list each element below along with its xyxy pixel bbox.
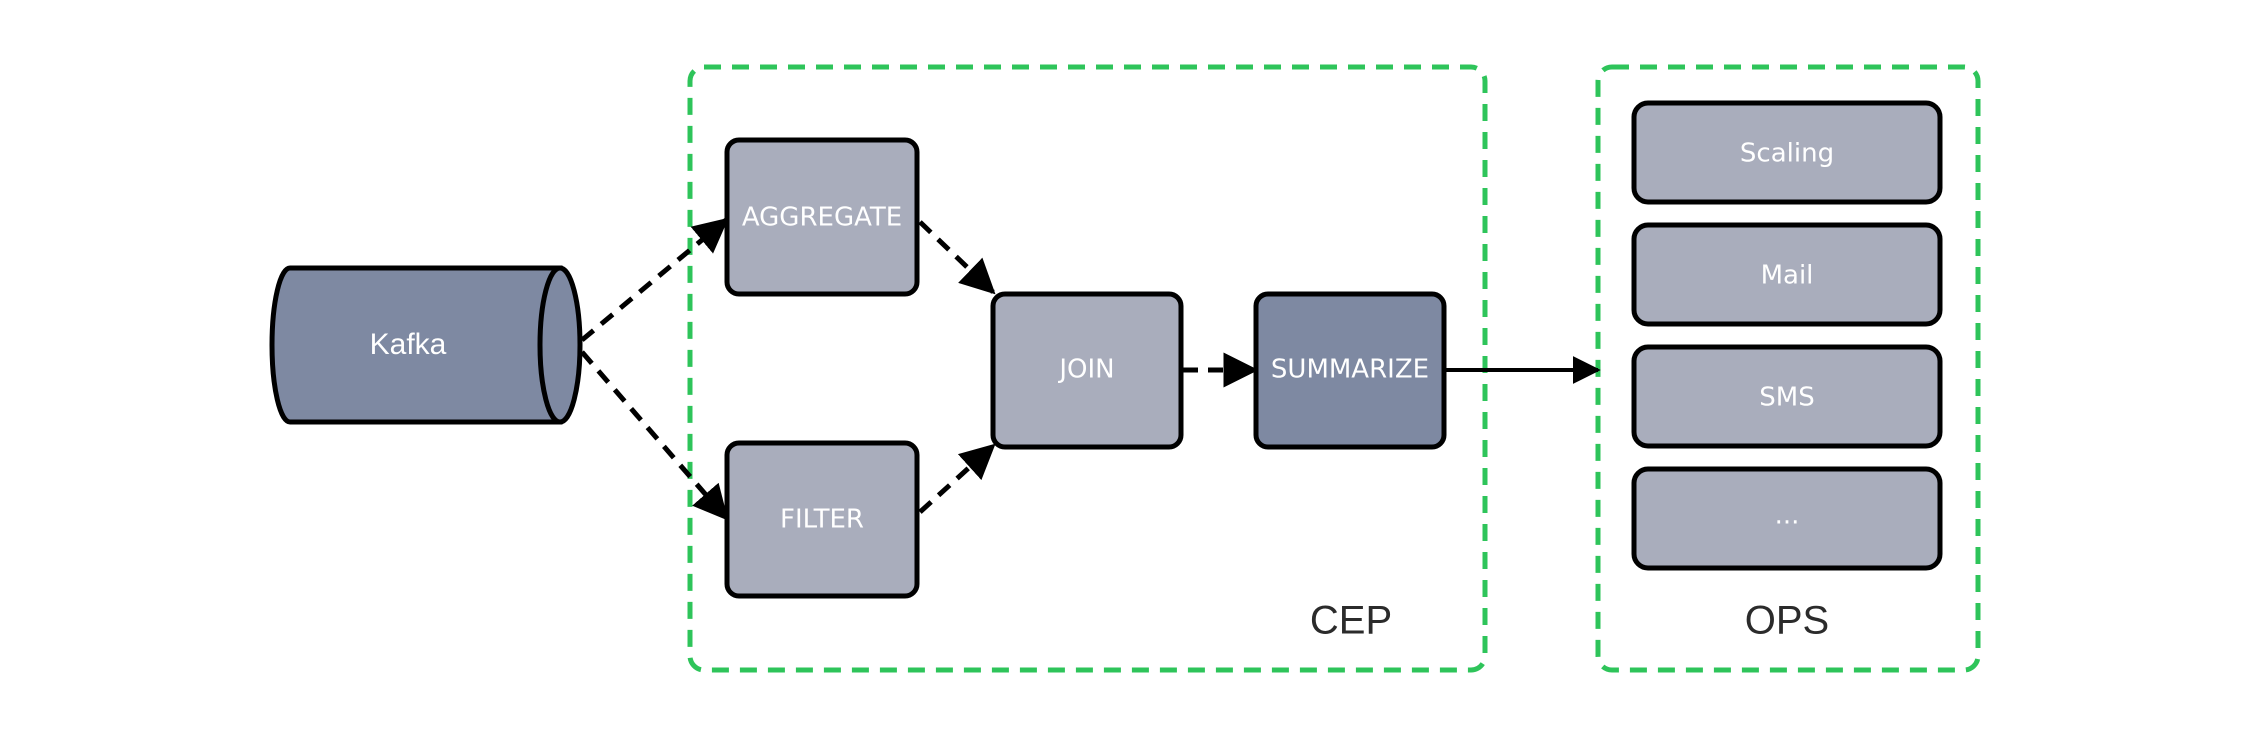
arrow-kafka-to-aggregate <box>580 217 729 342</box>
summarize-label: SUMMARIZE <box>1271 355 1429 385</box>
filter-node: FILTER <box>724 440 920 599</box>
summarize-node: SUMMARIZE <box>1253 291 1447 450</box>
aggregate-node: AGGREGATE <box>724 137 920 297</box>
arrow-kafka-to-filter <box>580 350 729 521</box>
kafka-cylinder-end <box>537 265 583 425</box>
ops-item-mail: Mail <box>1631 222 1943 327</box>
arrow-filter-to-join <box>918 443 996 514</box>
filter-label: FILTER <box>780 505 864 535</box>
ops-item-sms: SMS <box>1631 344 1943 449</box>
ops-item-label: Scaling <box>1740 139 1834 169</box>
ops-group-label: OPS <box>1745 599 1829 643</box>
ops-item-more: ... <box>1631 466 1943 571</box>
join-label: JOIN <box>1057 355 1114 385</box>
cep-group-label: CEP <box>1310 599 1392 643</box>
ops-item-label: ... <box>1775 501 1800 531</box>
kafka-label: Kafka <box>370 328 447 361</box>
ops-item-label: SMS <box>1759 383 1814 413</box>
arrow-aggregate-to-join <box>918 220 996 295</box>
join-node: JOIN <box>990 291 1184 450</box>
kafka-cylinder-body <box>269 265 563 425</box>
ops-item-label: Mail <box>1761 261 1814 291</box>
ops-item-scaling: Scaling <box>1631 100 1943 205</box>
aggregate-label: AGGREGATE <box>742 203 902 233</box>
kafka-source: Kafka <box>269 265 583 425</box>
